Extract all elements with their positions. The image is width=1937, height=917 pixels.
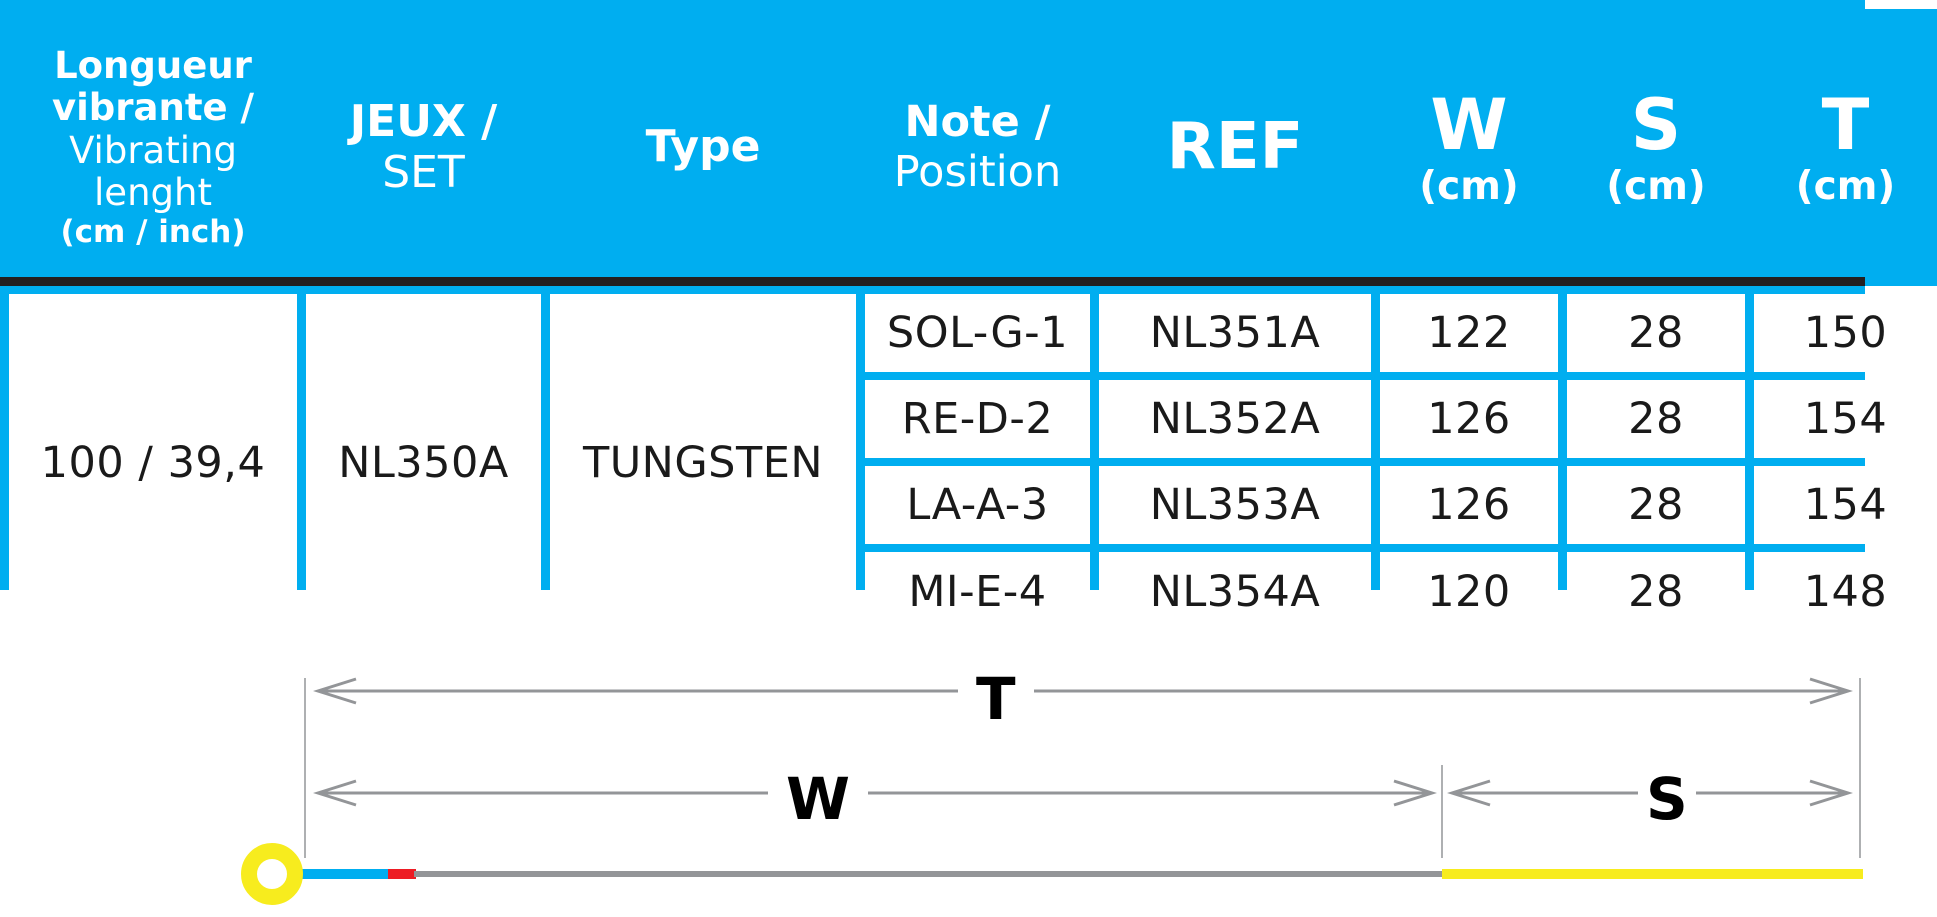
label-t: T [958,670,1034,728]
cell-length-value: 100 / 39,4 [9,294,297,631]
cell-set-value: NL350A [306,294,541,631]
ball-end-ring [241,843,303,905]
header-ref: REF [1099,9,1371,286]
cell-t: 154 [1754,380,1937,458]
cell-ref: NL351A [1099,294,1371,372]
header-divider [0,277,1865,286]
cell-note: RE-D-2 [865,380,1090,458]
string-dimension-diagram: T W S [0,590,1865,917]
cell-w: 122 [1380,294,1558,372]
cell-ref: NL353A [1099,466,1371,544]
cell-t: 148 [1754,552,1937,631]
cell-note: MI-E-4 [865,552,1090,631]
label-w: W [768,770,868,828]
cell-ref: NL354A [1099,552,1371,631]
header-note-position: Note / Position [865,9,1090,286]
label-s: S [1638,770,1696,828]
cell-s: 28 [1567,466,1745,544]
cell-s: 28 [1567,294,1745,372]
cell-t: 150 [1754,294,1937,372]
cell-note: LA-A-3 [865,466,1090,544]
cell-w: 120 [1380,552,1558,631]
header-set: JEUX / SET [306,9,541,286]
dimension-drawing [241,677,1863,905]
string-spec-table: Longueur vibrante / Vibrating lenght (cm… [0,0,1937,617]
cell-w: 126 [1380,380,1558,458]
header-w: W (cm) [1380,9,1558,286]
header-vibrating-length: Longueur vibrante / Vibrating lenght (cm… [9,9,297,286]
header-type: Type [550,9,856,286]
header-t: T (cm) [1754,9,1937,286]
cell-s: 28 [1567,380,1745,458]
cell-type-value: TUNGSTEN [550,294,856,631]
t-dimension-arrow [313,677,1853,705]
cell-s: 28 [1567,552,1745,631]
cell-ref: NL352A [1099,380,1371,458]
cell-note: SOL-G-1 [865,294,1090,372]
header-s: S (cm) [1567,9,1745,286]
cell-w: 126 [1380,466,1558,544]
cell-t: 154 [1754,466,1937,544]
w-dimension-arrow [313,779,1437,807]
